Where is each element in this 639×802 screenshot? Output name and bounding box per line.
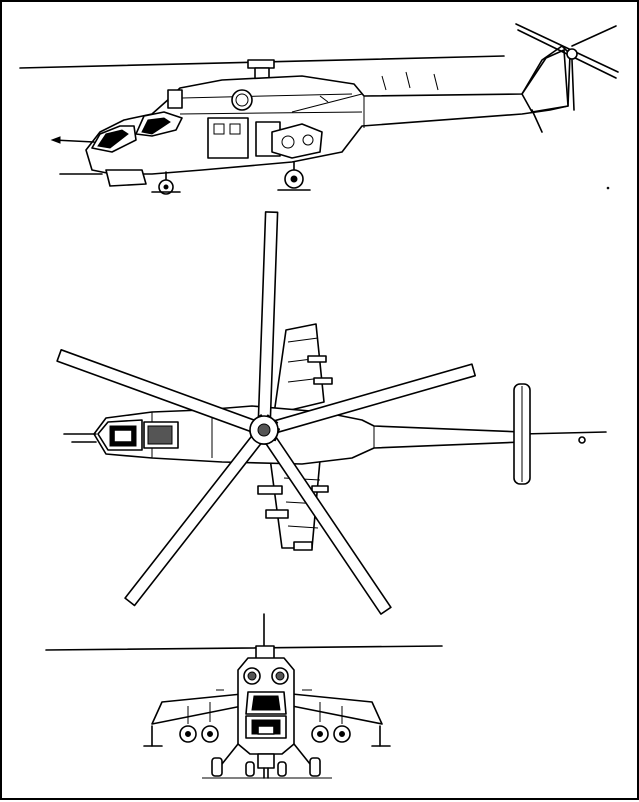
front-wing-right [291, 693, 383, 725]
side-gun-turret [105, 169, 147, 187]
side-tail-rotor-blade-3 [571, 59, 575, 111]
side-engine-intake [231, 89, 253, 111]
front-gun-turret [257, 753, 275, 769]
top-main-rotor [56, 211, 477, 615]
side-tail-rotor-hub [566, 48, 578, 60]
side-nose-probe [53, 139, 95, 143]
top-wing-store [257, 485, 283, 495]
top-wing-upper [273, 323, 325, 415]
side-tail-rotor-blade-2 [571, 25, 617, 47]
front-wing-stores [179, 689, 351, 743]
side-tail-rotor-blade [515, 23, 619, 73]
front-main-rotor-blade [45, 645, 443, 651]
side-wing-stores [271, 123, 323, 159]
side-view [19, 23, 619, 195]
front-main-wheel-left [211, 757, 223, 777]
front-wing-left [151, 693, 243, 725]
top-view [56, 211, 607, 615]
front-main-wheel-right [309, 757, 321, 777]
front-view [45, 613, 443, 779]
speck [606, 186, 610, 190]
front-nose-wheel-left [245, 761, 255, 777]
top-tail-rotor-line [521, 431, 607, 435]
front-nose-wheel-right [277, 761, 287, 777]
side-rotor-hub [247, 59, 275, 69]
side-tail-skid [531, 109, 543, 133]
side-canopy-frame [97, 129, 129, 149]
side-tail-fin [521, 49, 569, 113]
side-cabin-door [207, 117, 249, 159]
